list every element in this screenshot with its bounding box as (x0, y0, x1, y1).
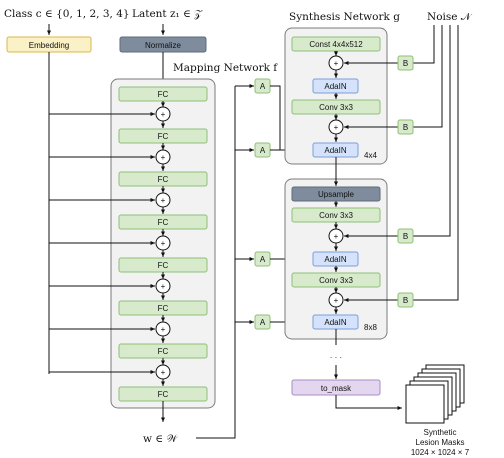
conv-label: Conv 3x3 (319, 211, 353, 220)
noise-b-block: B (397, 119, 414, 135)
svg-text:B: B (403, 59, 408, 68)
add-node: + (155, 192, 171, 208)
mapping-title: Mapping Network f (173, 62, 278, 74)
fc-block: FC (118, 128, 208, 144)
output-label-2: Lesion Masks (416, 438, 465, 447)
fc-block: FC (118, 386, 208, 402)
add-node: + (155, 321, 171, 337)
svg-text:B: B (403, 123, 408, 132)
adain-label: AdaIN (324, 146, 346, 155)
svg-text:+: + (161, 153, 166, 162)
svg-text:+: + (334, 59, 339, 68)
embedding-label: Embedding (29, 41, 69, 50)
affine-a-block: A (254, 78, 271, 94)
conv-label: Conv 3x3 (319, 103, 353, 112)
class-label: Class c ∈ {0, 1, 2, 3, 4} (4, 8, 130, 20)
affine-a-block: A (254, 142, 271, 158)
fc-block: FC (118, 300, 208, 316)
to-mask-label: to_mask (321, 384, 352, 393)
svg-text:B: B (403, 232, 408, 241)
svg-text:+: + (334, 296, 339, 305)
fc-label: FC (158, 347, 169, 356)
svg-text:+: + (161, 196, 166, 205)
synthesis-title: Synthesis Network g (289, 11, 400, 23)
fc-label: FC (158, 261, 169, 270)
fc-label: FC (158, 304, 169, 313)
svg-text:A: A (260, 82, 266, 91)
svg-text:+: + (161, 368, 166, 377)
add-node: + (155, 106, 171, 122)
svg-text:+: + (161, 325, 166, 334)
svg-text:A: A (260, 255, 266, 264)
affine-a-block: A (254, 314, 271, 330)
fc-block: FC (118, 257, 208, 273)
svg-text:+: + (161, 110, 166, 119)
adain-label: AdaIN (324, 82, 346, 91)
fc-block: FC (118, 86, 208, 102)
upsample-label: Upsample (318, 190, 355, 199)
adain-label: AdaIN (324, 255, 346, 264)
svg-text:A: A (260, 146, 266, 155)
svg-text:+: + (334, 232, 339, 241)
fc-block: FC (118, 343, 208, 359)
noise-b-block: B (397, 292, 414, 308)
affine-a-block: A (254, 251, 271, 267)
svg-text:+: + (161, 282, 166, 291)
fc-block: FC (118, 171, 208, 187)
const-label: Const 4x4x512 (309, 40, 363, 49)
add-node: + (155, 149, 171, 165)
svg-text:A: A (260, 318, 266, 327)
normalize-label: Normalize (145, 41, 182, 50)
fc-label: FC (158, 390, 169, 399)
svg-text:+: + (161, 239, 166, 248)
ellipsis: · · · (330, 353, 342, 362)
fc-label: FC (158, 218, 169, 227)
add-node: + (328, 292, 344, 308)
noise-b-block: B (397, 55, 414, 71)
output-label-1: Synthetic (424, 428, 457, 437)
add-node: + (155, 278, 171, 294)
noise-b-block: B (397, 228, 414, 244)
svg-text:+: + (334, 123, 339, 132)
output-label-3: 1024 × 1024 × 7 (411, 448, 470, 457)
adain-label: AdaIN (324, 318, 346, 327)
fc-label: FC (158, 175, 169, 184)
add-node: + (155, 364, 171, 380)
resolution-label: 8x8 (364, 323, 377, 332)
fc-label: FC (158, 90, 169, 99)
resolution-label: 4x4 (364, 151, 377, 160)
fc-label: FC (158, 132, 169, 141)
conv-label: Conv 3x3 (319, 276, 353, 285)
noise-label: Noise 𝒩 (427, 11, 473, 23)
add-node: + (328, 119, 344, 135)
add-node: + (155, 235, 171, 251)
add-node: + (328, 55, 344, 71)
svg-text:B: B (403, 296, 408, 305)
w-label: w ∈ 𝒲 (143, 433, 179, 445)
latent-label: Latent z₁ ∈ 𝒵 (132, 8, 203, 20)
add-node: + (328, 228, 344, 244)
mask-stack-icon (405, 364, 465, 424)
fc-block: FC (118, 214, 208, 230)
